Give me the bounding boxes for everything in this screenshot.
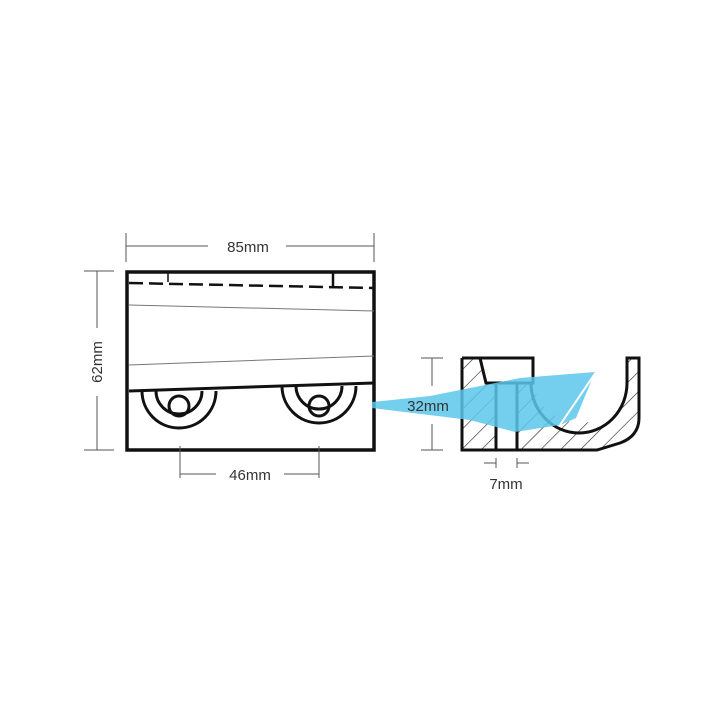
mount-hole-left [140,390,218,430]
height-dimension [84,270,114,451]
width-dimension [125,233,375,262]
hole-spacing-dimension [179,446,320,478]
top-rail [128,272,375,366]
front-view [125,270,376,452]
slot-width-dimension [484,458,529,468]
width-label: 85mm [227,239,269,256]
highlight-beam [372,372,595,432]
hole-spacing-label: 46mm [229,467,271,484]
slot-width-label: 7mm [489,476,522,493]
mount-hole-right [280,385,358,425]
base-divider-line [128,381,375,393]
depth-dimension [421,357,443,451]
highlight-edge [559,371,597,426]
height-label: 62mm [89,341,106,383]
depth-label: 32mm [407,398,449,415]
